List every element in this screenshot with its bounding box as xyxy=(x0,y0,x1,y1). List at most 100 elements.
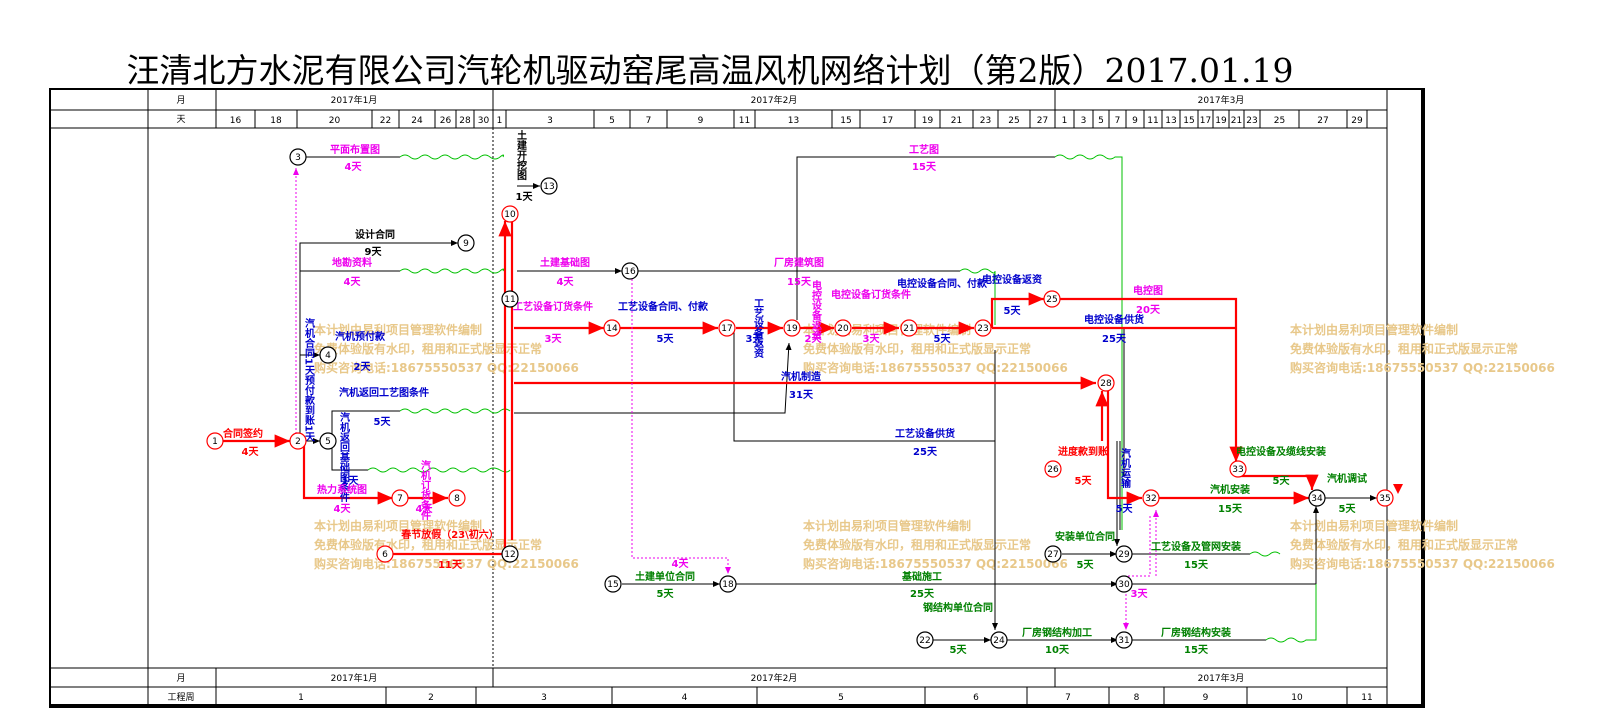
activity-duration: 9天 xyxy=(365,246,383,258)
event-node-circle xyxy=(540,177,558,195)
event-node: 7 xyxy=(391,489,409,507)
day-label: 13 xyxy=(788,116,799,126)
activity-duration: 3天 xyxy=(746,333,764,345)
event-node: 3 xyxy=(289,148,307,166)
day-label: 3 xyxy=(1081,116,1087,126)
event-node-label: 30 xyxy=(1118,580,1130,590)
activity-duration: 11天 xyxy=(438,559,463,571)
event-node: 18 xyxy=(719,575,737,593)
activity-duration: 4天 xyxy=(345,161,363,173)
activity-label: 电控设备供货 xyxy=(1084,313,1144,326)
event-node: 25 xyxy=(1043,290,1061,308)
event-node-label: 11 xyxy=(504,295,515,305)
watermark-text: 购买咨询电话:18675550537 QQ:22150066 xyxy=(803,556,1068,571)
day-label: 21 xyxy=(951,116,962,126)
month-feb: 2017年2月 xyxy=(751,94,798,106)
activity-label: 工艺设备合同、付款 xyxy=(618,300,709,313)
day-label: 19 xyxy=(922,116,934,126)
event-node: 24 xyxy=(990,631,1008,649)
event-node-circle xyxy=(1044,460,1062,478)
event-node-circle xyxy=(501,290,519,308)
activity-duration: 25天 xyxy=(1102,333,1127,345)
day-label: 9 xyxy=(1132,116,1138,126)
event-node-circle xyxy=(990,631,1008,649)
activity-label: 平面布置图 xyxy=(330,143,380,156)
watermark-text: 本计划由易利项目管理软件编制 xyxy=(803,518,971,533)
day-label: 23 xyxy=(1246,116,1257,126)
event-node-label: 32 xyxy=(1145,494,1156,504)
event-node: 15 xyxy=(604,575,622,593)
day-label: 7 xyxy=(1115,116,1121,126)
day-label: 15 xyxy=(840,116,851,126)
event-node: 10 xyxy=(501,205,519,223)
activity-duration: 3天 xyxy=(545,333,563,345)
watermark-text: 购买咨询电话:18675550537 QQ:22150066 xyxy=(803,360,1068,375)
activity-label: 电控设备返资 xyxy=(982,273,1042,286)
activity-label-vertical: 电控设备返资 xyxy=(810,279,823,341)
event-node-label: 9 xyxy=(463,239,469,249)
week-label: 10 xyxy=(1291,693,1303,703)
week-label: 7 xyxy=(1065,693,1071,703)
event-node: 14 xyxy=(603,319,621,337)
event-node-circle xyxy=(391,489,409,507)
month-mar-footer: 2017年3月 xyxy=(1198,672,1245,684)
event-node-label: 29 xyxy=(1118,550,1130,560)
activity-duration: 15天 xyxy=(1218,503,1243,515)
event-node-circle xyxy=(900,319,918,337)
event-node: 31 xyxy=(1115,631,1133,649)
activity-duration: 5天 xyxy=(374,416,392,428)
event-node-label: 35 xyxy=(1379,494,1390,504)
activity-label: 工艺设备供货 xyxy=(895,427,955,440)
event-node-label: 28 xyxy=(1100,379,1112,389)
day-label: 21 xyxy=(1231,116,1242,126)
activity-duration: 5天 xyxy=(934,333,952,345)
event-node-label: 24 xyxy=(993,636,1005,646)
activity-duration: 25天 xyxy=(913,446,938,458)
event-node-label: 3 xyxy=(295,153,301,163)
event-node-circle xyxy=(376,545,394,563)
activity-duration: 15天 xyxy=(787,276,812,288)
page-title: 汪清北方水泥有限公司汽轮机驱动窑尾高温风机网络计划（第2版）2017.01.19 xyxy=(126,51,1294,90)
activity-label: 汽机调试 xyxy=(1327,472,1367,485)
activity-label: 厂房钢结构加工 xyxy=(1022,626,1092,639)
event-node-label: 10 xyxy=(504,210,516,220)
event-node-label: 18 xyxy=(722,580,734,590)
activity-duration: 15天 xyxy=(912,161,937,173)
event-node-label: 8 xyxy=(454,494,460,504)
timescale-header xyxy=(49,90,1388,706)
activity-label: 电控图 xyxy=(1133,284,1163,297)
watermark-text: 免费体验版有水印，租用和正式版显示正常 xyxy=(803,537,1031,552)
day-label: 1 xyxy=(1062,116,1068,126)
day-label: 22 xyxy=(380,116,391,126)
dependency-dotted xyxy=(293,168,1159,630)
event-node: 8 xyxy=(448,489,466,507)
activity-label: 汽机预付款 xyxy=(335,330,386,343)
activity-label: 土建基础图 xyxy=(540,256,590,269)
event-node: 9 xyxy=(457,234,475,252)
activity-duration: 4天 xyxy=(344,276,362,288)
event-node-circle xyxy=(604,575,622,593)
day-header-label: 天 xyxy=(176,115,185,125)
activity-duration: 4天 xyxy=(242,446,260,458)
activity-label-vertical: 汽机运输 xyxy=(1119,447,1131,489)
activity-duration: 20天 xyxy=(1136,304,1161,316)
day-ticks xyxy=(254,110,1368,128)
activity-duration: 5天 xyxy=(657,333,675,345)
event-node-circle xyxy=(448,489,466,507)
month-footer-label: 月 xyxy=(176,673,185,684)
activity-label: 厂房钢结构安装 xyxy=(1161,626,1231,639)
activity-label-vertical: 汽机订货条件 xyxy=(419,459,432,521)
event-node-circle xyxy=(1115,575,1133,593)
event-node: 16 xyxy=(621,262,639,280)
activity-label: 工艺设备订货条件 xyxy=(513,300,593,313)
month-mar: 2017年3月 xyxy=(1198,94,1245,106)
activity-label: 土建单位合同 xyxy=(635,570,695,583)
week-label: 6 xyxy=(973,693,979,703)
event-node-circle xyxy=(289,432,307,450)
event-node-label: 1 xyxy=(212,437,218,447)
activity-label: 热力系统图 xyxy=(317,483,367,496)
event-node: 26 xyxy=(1044,460,1062,478)
day-label: 16 xyxy=(230,116,242,126)
